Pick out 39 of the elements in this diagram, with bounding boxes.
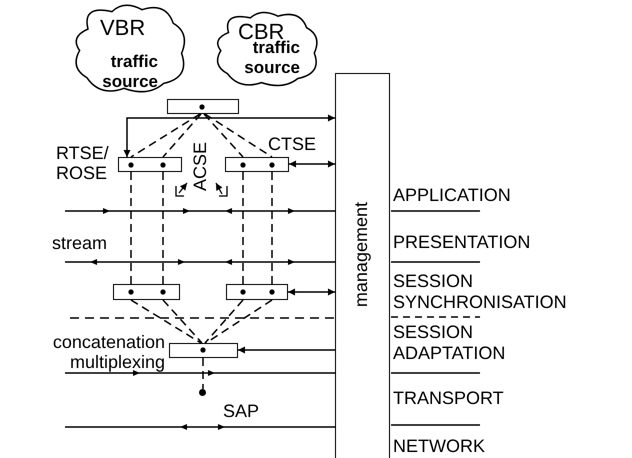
dashed-connector xyxy=(162,172,164,284)
plane-label: management xyxy=(351,202,372,308)
dashed-connector xyxy=(130,172,132,284)
dashed-connector xyxy=(204,113,272,158)
arrow xyxy=(124,114,335,157)
dashed-connector xyxy=(162,300,203,344)
dashed-connector xyxy=(271,172,273,284)
dashed-connector xyxy=(202,358,204,389)
dashed-connector xyxy=(204,300,244,344)
dashed-connector xyxy=(203,114,244,158)
arrow xyxy=(289,160,335,168)
layer-label: SESSION SYNCHRONISATION xyxy=(393,271,568,313)
arrow xyxy=(288,288,335,296)
text-label: SAP xyxy=(223,401,260,422)
access-point-dot xyxy=(199,389,206,396)
dashed-connector xyxy=(130,113,200,158)
layer-label: NETWORK xyxy=(393,436,486,457)
layer-label: TRANSPORT xyxy=(393,388,505,409)
entity-label: RTSE/ ROSE xyxy=(56,143,110,183)
layer-label: SESSION ADAPTATION xyxy=(393,322,506,364)
cloud-title: VBR xyxy=(100,16,146,40)
dashed-connector xyxy=(130,299,202,344)
layer-entity-box xyxy=(169,343,238,358)
entity-label: CTSE xyxy=(268,134,318,154)
layer-entity-box xyxy=(167,99,239,114)
layer-label: PRESENTATION xyxy=(393,232,532,253)
entity-label: concatenation multiplexing xyxy=(52,332,165,372)
layer-entity-box xyxy=(225,157,289,172)
text-label: stream xyxy=(52,233,108,254)
cloud-label: traffic source xyxy=(101,52,158,92)
dashed-connector xyxy=(162,114,202,158)
dashed-connector xyxy=(242,172,244,284)
layer-entity-box xyxy=(118,157,182,172)
management-plane-box xyxy=(335,73,390,458)
layer-entity-box xyxy=(113,284,180,300)
dashed-connector xyxy=(206,299,272,344)
layer-label: APPLICATION xyxy=(393,185,512,206)
arrow xyxy=(238,346,335,354)
layer-entity-box xyxy=(226,284,288,300)
